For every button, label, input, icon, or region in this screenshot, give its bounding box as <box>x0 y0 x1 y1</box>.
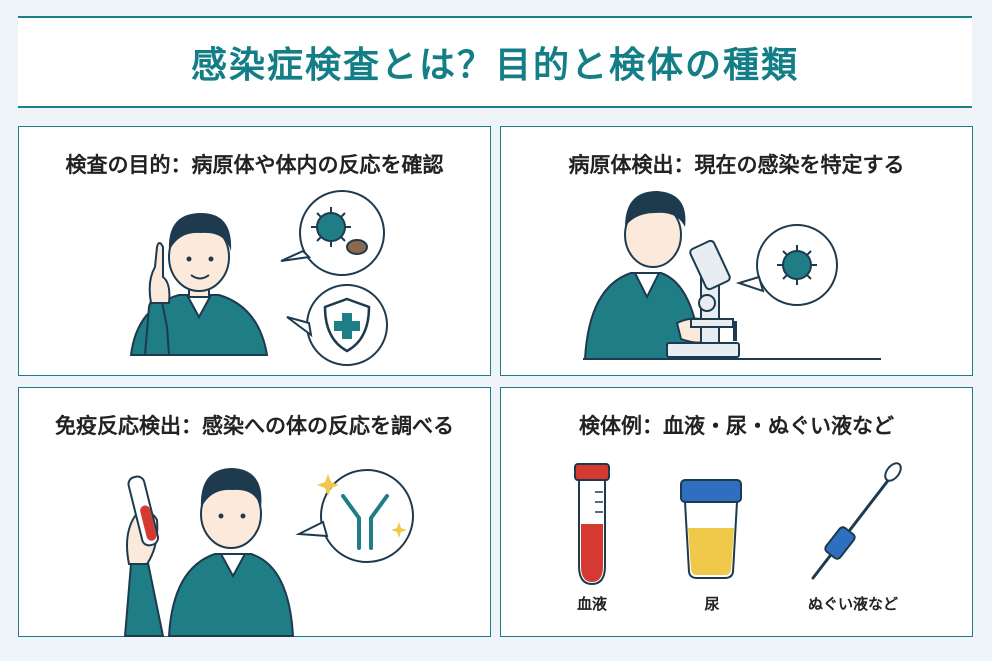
test-tube-icon <box>127 475 159 547</box>
shield-bubble-icon <box>286 284 388 366</box>
virus-bubble-icon <box>735 224 838 306</box>
specimen-label-swab: ぬぐい液など <box>807 595 898 613</box>
purpose-illustration <box>129 190 388 366</box>
microscope-icon <box>666 239 740 358</box>
person-pointing-icon <box>129 213 269 356</box>
person-test-tube-icon <box>123 468 295 637</box>
specimen-label-urine: 尿 <box>704 595 720 613</box>
virus-bubble-icon <box>280 190 385 276</box>
page-title: 感染症検査とは？目的と検体の種類 <box>190 45 799 86</box>
panel-heading: 検体例：血液・尿・ぬぐい液など <box>579 414 894 438</box>
panel-pathogen: 病原体検出：現在の感染を特定する <box>500 126 973 376</box>
blood-tube-icon <box>574 463 610 586</box>
urine-cup-icon <box>680 479 742 579</box>
panel-heading: 免疫反応検出：感染への体の反応を調べる <box>55 414 454 438</box>
specimen-label-blood: 血液 <box>576 595 607 613</box>
panel-immune: 免疫反応検出：感染への体の反応を調べる <box>18 387 491 637</box>
pathogen-illustration <box>583 191 881 360</box>
swab-icon <box>811 462 902 580</box>
panel-heading: 病原体検出：現在の感染を特定する <box>568 153 905 177</box>
panel-heading: 検査の目的：病原体や体内の反応を確認 <box>65 153 444 177</box>
specimens-illustration <box>574 462 902 586</box>
panel-purpose: 検査の目的：病原体や体内の反応を確認 <box>18 126 491 376</box>
immune-illustration <box>123 468 414 637</box>
panel-specimens: 検体例：血液・尿・ぬぐい液など 血液 尿 ぬぐい液など <box>500 387 973 637</box>
title-bar: 感染症検査とは？目的と検体の種類 <box>18 16 972 108</box>
antibody-bubble-icon <box>295 469 414 563</box>
